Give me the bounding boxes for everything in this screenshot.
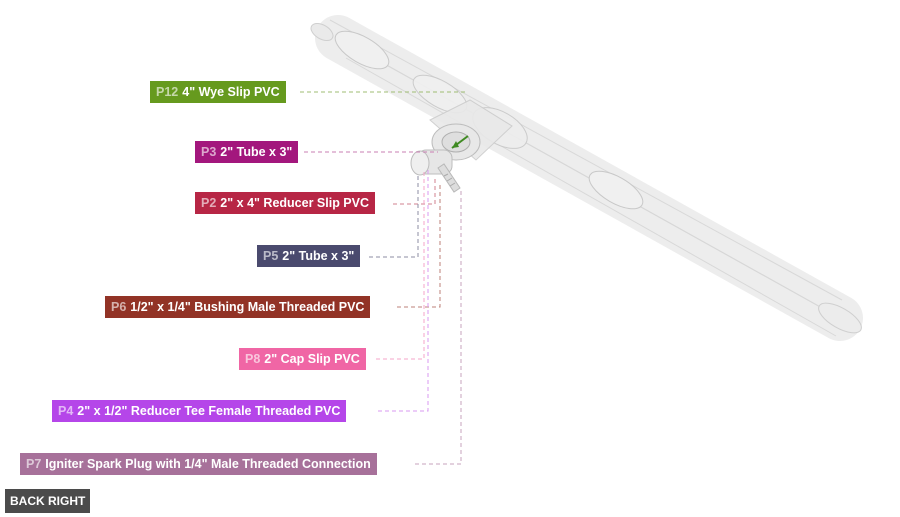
- part-name: 4" Wye Slip PVC: [182, 85, 280, 99]
- branch-assembly: [410, 123, 481, 193]
- part-id: P5: [263, 249, 279, 263]
- part-id: P6: [111, 300, 127, 314]
- leader-p2: [393, 176, 436, 205]
- part-name: 2" Cap Slip PVC: [264, 352, 360, 366]
- part-id: P12: [156, 85, 179, 99]
- leader-p7: [415, 190, 462, 465]
- view-angle-button[interactable]: BACK RIGHT: [5, 489, 91, 513]
- part-name: 1/2" x 1/4" Bushing Male Threaded PVC: [130, 300, 365, 314]
- leader-lines: [300, 91, 465, 465]
- leader-p8: [376, 172, 425, 360]
- part-id: P7: [26, 457, 42, 471]
- leader-p4: [378, 170, 429, 412]
- part-id: P8: [245, 352, 261, 366]
- main-pipe: [310, 15, 863, 341]
- part-id: P4: [58, 404, 74, 418]
- part-name: 2" x 4" Reducer Slip PVC: [220, 196, 370, 210]
- leader-p5: [369, 175, 419, 258]
- part-name: 2" Tube x 3": [282, 249, 355, 263]
- part-name: 2" Tube x 3": [220, 145, 293, 159]
- leader-p6: [397, 182, 441, 308]
- part-name: 2" x 1/2" Reducer Tee Female Threaded PV…: [77, 404, 341, 418]
- part-name: Igniter Spark Plug with 1/4" Male Thread…: [45, 457, 371, 471]
- wye-fitting: [334, 30, 644, 210]
- part-id: P2: [201, 196, 217, 210]
- part-id: P3: [201, 145, 217, 159]
